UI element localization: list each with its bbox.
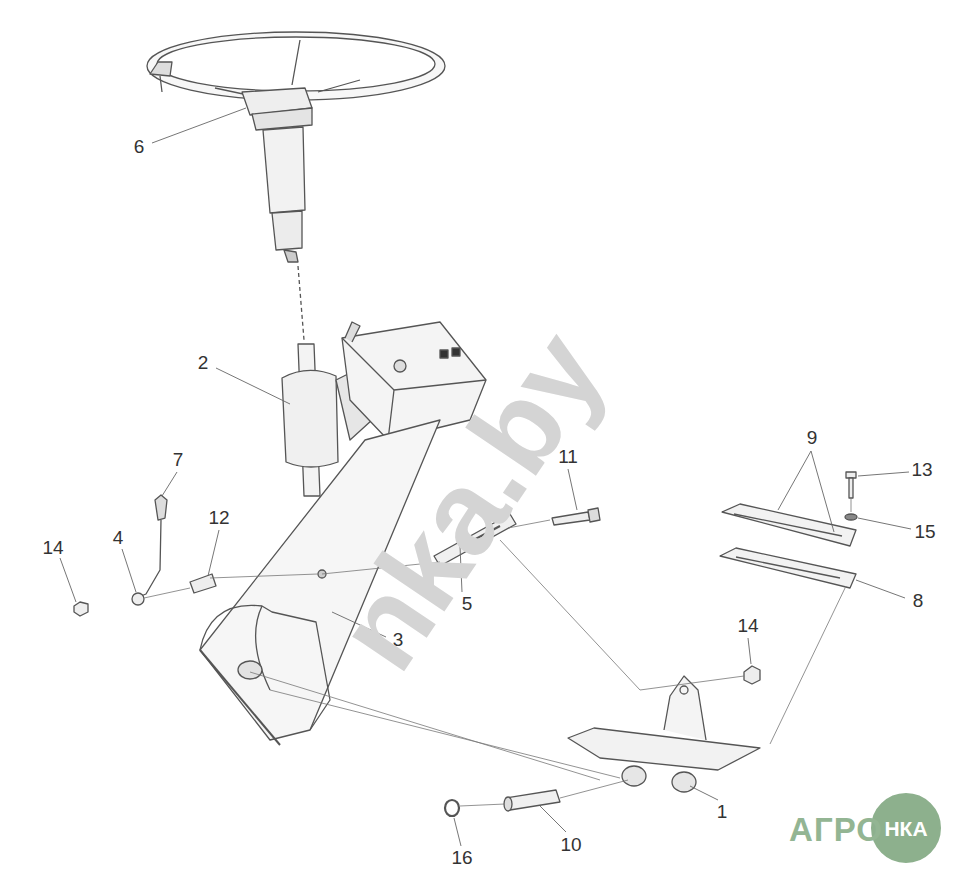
callout-number: 1 [717, 801, 728, 823]
drawing-part [440, 350, 448, 358]
drawing-part [122, 549, 136, 592]
drawing-part [345, 322, 360, 342]
callout-number: 10 [560, 834, 581, 856]
drawing-part [60, 108, 911, 846]
drawing-part [270, 690, 620, 778]
drawing-part [445, 800, 459, 816]
drawing-part [155, 495, 167, 520]
drawing-part [282, 370, 338, 467]
drawing-part [74, 602, 88, 616]
drawing-part [150, 62, 172, 76]
drawing-part [744, 666, 760, 684]
drawing-part [152, 108, 246, 143]
drawing-part [748, 638, 751, 664]
drawing-part [160, 76, 162, 92]
drawing-part [856, 580, 905, 598]
drawing-part [568, 728, 760, 770]
drawing-part [500, 540, 744, 690]
drawing-part [622, 766, 646, 786]
callout-number: 4 [113, 527, 124, 549]
drawing-part [690, 786, 718, 800]
drawing-part [778, 451, 834, 532]
drawing-part [200, 605, 330, 730]
callout-number: 8 [913, 590, 924, 612]
drawing-part [200, 650, 280, 745]
drawing-part [144, 574, 318, 598]
callout-number: 14 [42, 537, 63, 559]
drawing-part [845, 514, 857, 520]
drawing-part [74, 32, 857, 816]
drawing-part [770, 586, 846, 744]
drawing-part [272, 211, 302, 250]
drawing-part [858, 472, 909, 476]
drawing-part [190, 574, 216, 593]
drawing-part [454, 818, 461, 846]
drawing-part [588, 508, 600, 522]
drawing-part [342, 338, 394, 390]
callout-number: 14 [737, 615, 758, 637]
drawing-part [394, 360, 406, 372]
callout-number: 9 [807, 427, 818, 449]
drawing-part [238, 661, 262, 679]
drawing-part [60, 558, 76, 602]
drawing-part [720, 548, 856, 588]
drawing-part [162, 472, 177, 496]
drawing-part [672, 772, 696, 792]
drawing-part [460, 780, 628, 806]
drawing-part [849, 478, 853, 498]
drawing-part [568, 469, 577, 510]
callout-number: 16 [451, 847, 472, 869]
logo-text: АГРО [789, 811, 883, 849]
drawing-part [680, 686, 688, 694]
drawing-part [284, 250, 298, 262]
callout-number: 15 [914, 521, 935, 543]
logo-text: НКА [884, 817, 927, 841]
callout-number: 2 [198, 352, 209, 374]
drawing-part [846, 472, 856, 478]
drawing-part [504, 797, 512, 811]
drawing-part [208, 530, 219, 576]
drawing-part [734, 514, 842, 536]
drawing-part [506, 790, 560, 810]
drawing-part [132, 593, 144, 605]
drawing-part [452, 348, 460, 356]
callout-number: 7 [173, 449, 184, 471]
drawing-part [736, 557, 840, 578]
drawing-part [540, 806, 566, 832]
callout-number: 13 [911, 459, 932, 481]
callout-number: 6 [134, 136, 145, 158]
drawing-part [552, 512, 590, 525]
callout-number: 12 [208, 507, 229, 529]
drawing-part [216, 368, 290, 404]
drawing-part [851, 498, 852, 512]
drawing-part [263, 127, 305, 213]
drawing-part [298, 266, 304, 340]
drawing-part [136, 520, 161, 598]
drawing-part [858, 518, 911, 529]
drawing-part [722, 504, 856, 546]
